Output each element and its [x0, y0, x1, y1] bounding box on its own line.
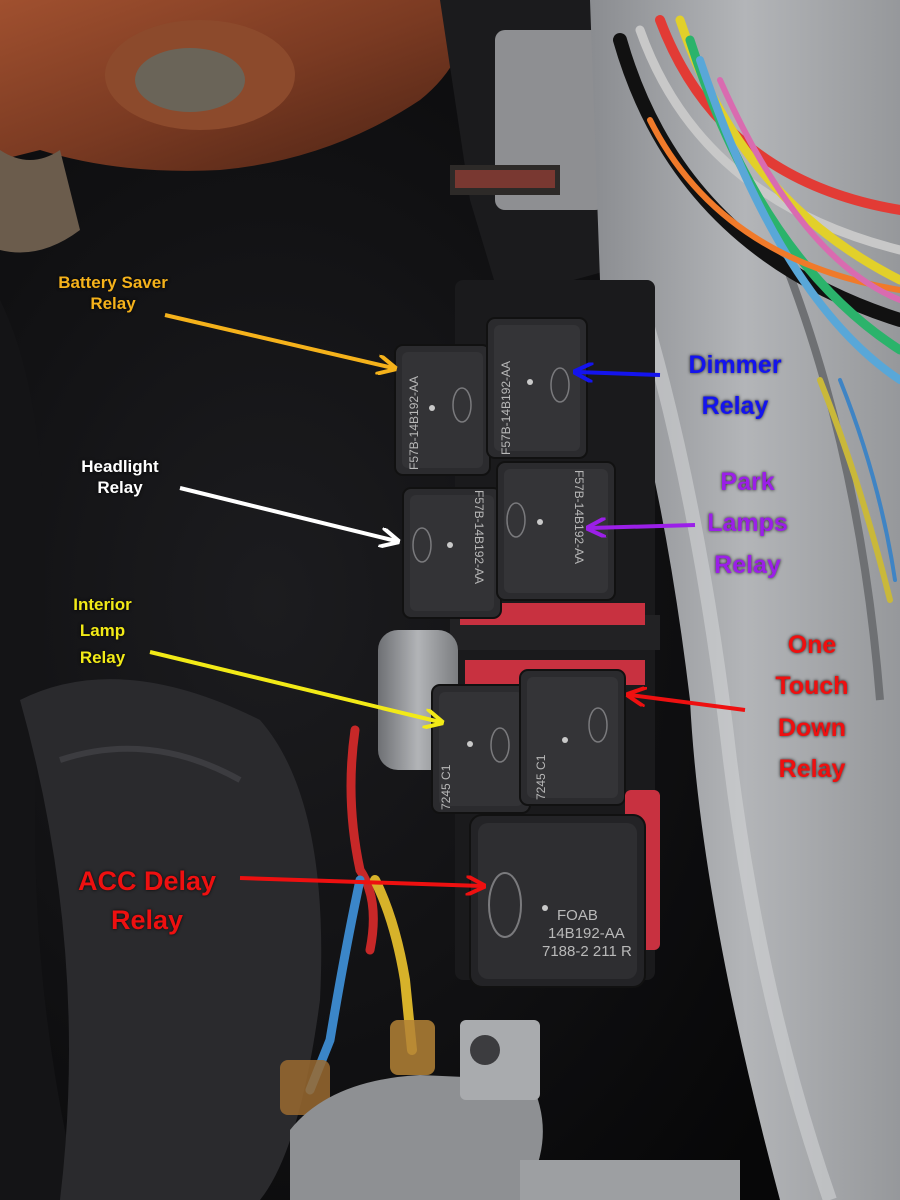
- label-headlight: Headlight Relay: [55, 456, 185, 499]
- label-dimmer-line1: Dimmer: [688, 351, 782, 379]
- label-park-lamps-line3: Relay: [714, 550, 781, 579]
- label-acc-delay: ACC Delay Relay: [52, 862, 242, 940]
- label-dimmer: Dimmer Relay: [665, 345, 805, 428]
- acc-relay-marking-line3: 7188-2 211 R: [542, 943, 632, 960]
- arrow-one-touch-down: [630, 695, 746, 712]
- label-battery-saver-line1: Battery Saver: [58, 273, 168, 292]
- arrow-acc-delay: [239, 878, 482, 886]
- relay-headlight: [402, 487, 502, 619]
- label-dimmer-line2: Relay: [701, 392, 769, 421]
- label-one-touch-down-line4: Relay: [778, 754, 846, 783]
- relay-marking-one-touch-down: 7245 C1: [534, 754, 548, 800]
- arrow-interior-lamp: [149, 650, 440, 722]
- relay-park-lamps: [496, 461, 616, 601]
- label-interior-lamp: Interior Lamp Relay: [45, 592, 160, 671]
- acc-relay-marking-line1: FOAB: [557, 907, 598, 924]
- arrow-headlight: [179, 486, 396, 541]
- label-park-lamps-line1: Park: [720, 468, 775, 496]
- relay-marking-headlight: F57B-14B192-AA: [472, 490, 486, 584]
- label-headlight-line2: Relay: [97, 478, 143, 498]
- label-battery-saver: Battery Saver Relay: [28, 272, 198, 315]
- arrow-battery-saver: [164, 313, 393, 368]
- relay-one-touch-down: [519, 669, 626, 806]
- arrow-park-lamps: [590, 525, 696, 528]
- label-headlight-line1: Headlight: [81, 457, 159, 476]
- acc-relay-marking-line2: 14B192-AA: [548, 925, 625, 942]
- relay-dimmer: [486, 317, 588, 459]
- relay-battery-saver: [394, 344, 491, 476]
- label-one-touch-down: One Touch Down Relay: [752, 625, 872, 790]
- label-interior-lamp-line2: Lamp: [79, 621, 126, 641]
- label-acc-delay-line1: ACC Delay: [77, 866, 217, 896]
- relay-marking-battery-saver: F57B-14B192-AA: [407, 376, 421, 470]
- label-one-touch-down-line3: Down: [777, 713, 847, 742]
- relay-marking-dimmer: F57B-14B192-AA: [499, 361, 513, 455]
- label-interior-lamp-line3: Relay: [79, 647, 126, 667]
- label-interior-lamp-line1: Interior: [73, 595, 132, 614]
- label-battery-saver-line2: Relay: [90, 294, 136, 314]
- relay-marking-park-lamps: F57B-14B192-AA: [572, 470, 586, 564]
- label-park-lamps: Park Lamps Relay: [685, 462, 810, 586]
- arrow-dimmer: [577, 372, 661, 375]
- label-one-touch-down-line2: Touch: [775, 672, 849, 701]
- relay-interior-lamp: [431, 684, 531, 814]
- relay-marking-interior-lamp: 7245 C1: [439, 764, 453, 810]
- label-one-touch-down-line1: One: [787, 631, 837, 659]
- label-acc-delay-line2: Relay: [110, 905, 184, 936]
- label-park-lamps-line2: Lamps: [707, 509, 788, 538]
- relay-acc-delay: [469, 790, 660, 988]
